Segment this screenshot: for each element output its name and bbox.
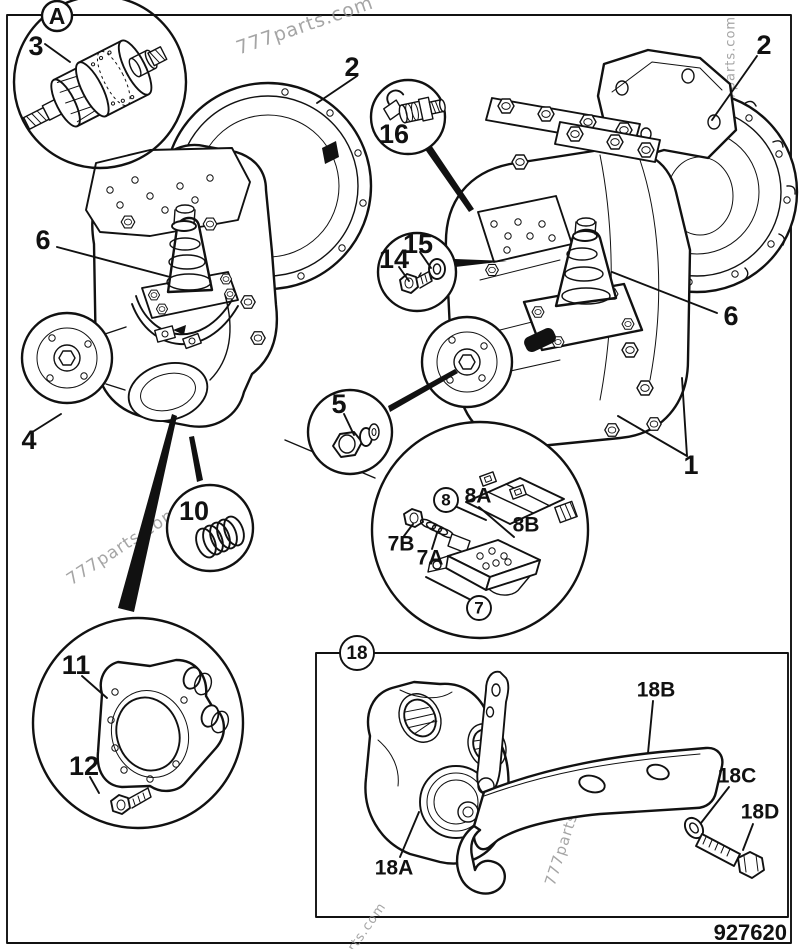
callout-4: 4 (21, 425, 36, 455)
part-solenoid-valve (465, 471, 578, 525)
assembly-left-transmission (20, 81, 373, 428)
callout-11: 11 (62, 650, 91, 680)
callout-14: 14 (379, 244, 409, 274)
callout-18d: 18D (741, 801, 780, 824)
callout-2-left: 2 (344, 52, 359, 82)
callout-3: 3 (28, 31, 43, 61)
callout-5: 5 (331, 389, 346, 419)
callout-8a: 8A (465, 485, 492, 508)
watermark-left: 777parts.com (63, 502, 183, 590)
part-spring (195, 515, 245, 559)
detail-circle-a (12, 0, 188, 170)
detail-circle-7-8 (370, 420, 590, 640)
callout-6-left: 6 (35, 225, 50, 255)
detail-circle-14-15 (376, 231, 458, 313)
leader-lines (33, 43, 758, 858)
part-bolt-12 (110, 787, 152, 815)
wedge-16 (422, 142, 474, 212)
group-18 (364, 670, 765, 895)
wedge-14-15 (455, 259, 507, 267)
detail-circle-5 (306, 388, 394, 476)
detail-badge-a: A (40, 0, 74, 33)
wedge-5 (388, 369, 458, 412)
badge-a-text: A (49, 3, 66, 29)
callout-18a: 18A (375, 857, 414, 880)
callout-8-circled: 8 (433, 487, 459, 513)
callout-18b: 18B (637, 679, 676, 702)
callout-16: 16 (379, 119, 409, 149)
callout-15: 15 (403, 229, 433, 259)
assembly-right-transmission (420, 48, 799, 448)
callout-7: 7 (474, 598, 483, 617)
leader-wedges (118, 142, 507, 612)
part-shift-unit-18a (364, 670, 510, 865)
callout-8b: 8B (513, 514, 540, 537)
wedge-11 (118, 414, 177, 612)
callout-2-right: 2 (756, 30, 771, 60)
wedge-10 (189, 436, 203, 482)
part-sensor (383, 89, 446, 124)
watermark-top: 777parts.com (233, 0, 376, 59)
part-nut-and-washers (332, 423, 380, 458)
callout-7a: 7A (417, 547, 444, 570)
part-bolt-18d (695, 833, 765, 879)
callout-labels: A 3 2 2 16 15 14 6 6 4 5 1 10 8 8A 8B 7B… (21, 0, 780, 880)
detail-circle-16 (369, 78, 447, 156)
callout-7-circled: 7 (466, 595, 492, 621)
callout-18: 18 (346, 643, 367, 664)
part-bracket-18b (455, 746, 724, 895)
callout-12: 12 (69, 751, 99, 781)
detail-circle-10 (165, 483, 255, 573)
callout-18c: 18C (718, 765, 757, 788)
sheet-part-number: 927620 (714, 920, 787, 945)
part-input-shaft (22, 39, 168, 130)
callout-10: 10 (179, 496, 209, 526)
callout-6-right: 6 (723, 301, 738, 331)
callout-1: 1 (683, 450, 698, 480)
part-detent-bolt-spring (403, 508, 471, 554)
callout-18-circled: 18 (339, 635, 375, 671)
part-bolt-and-washer (399, 258, 446, 294)
page-border (6, 14, 792, 944)
callout-8: 8 (441, 490, 450, 509)
part-detent-lever (427, 539, 541, 596)
callout-7b: 7B (388, 533, 415, 556)
